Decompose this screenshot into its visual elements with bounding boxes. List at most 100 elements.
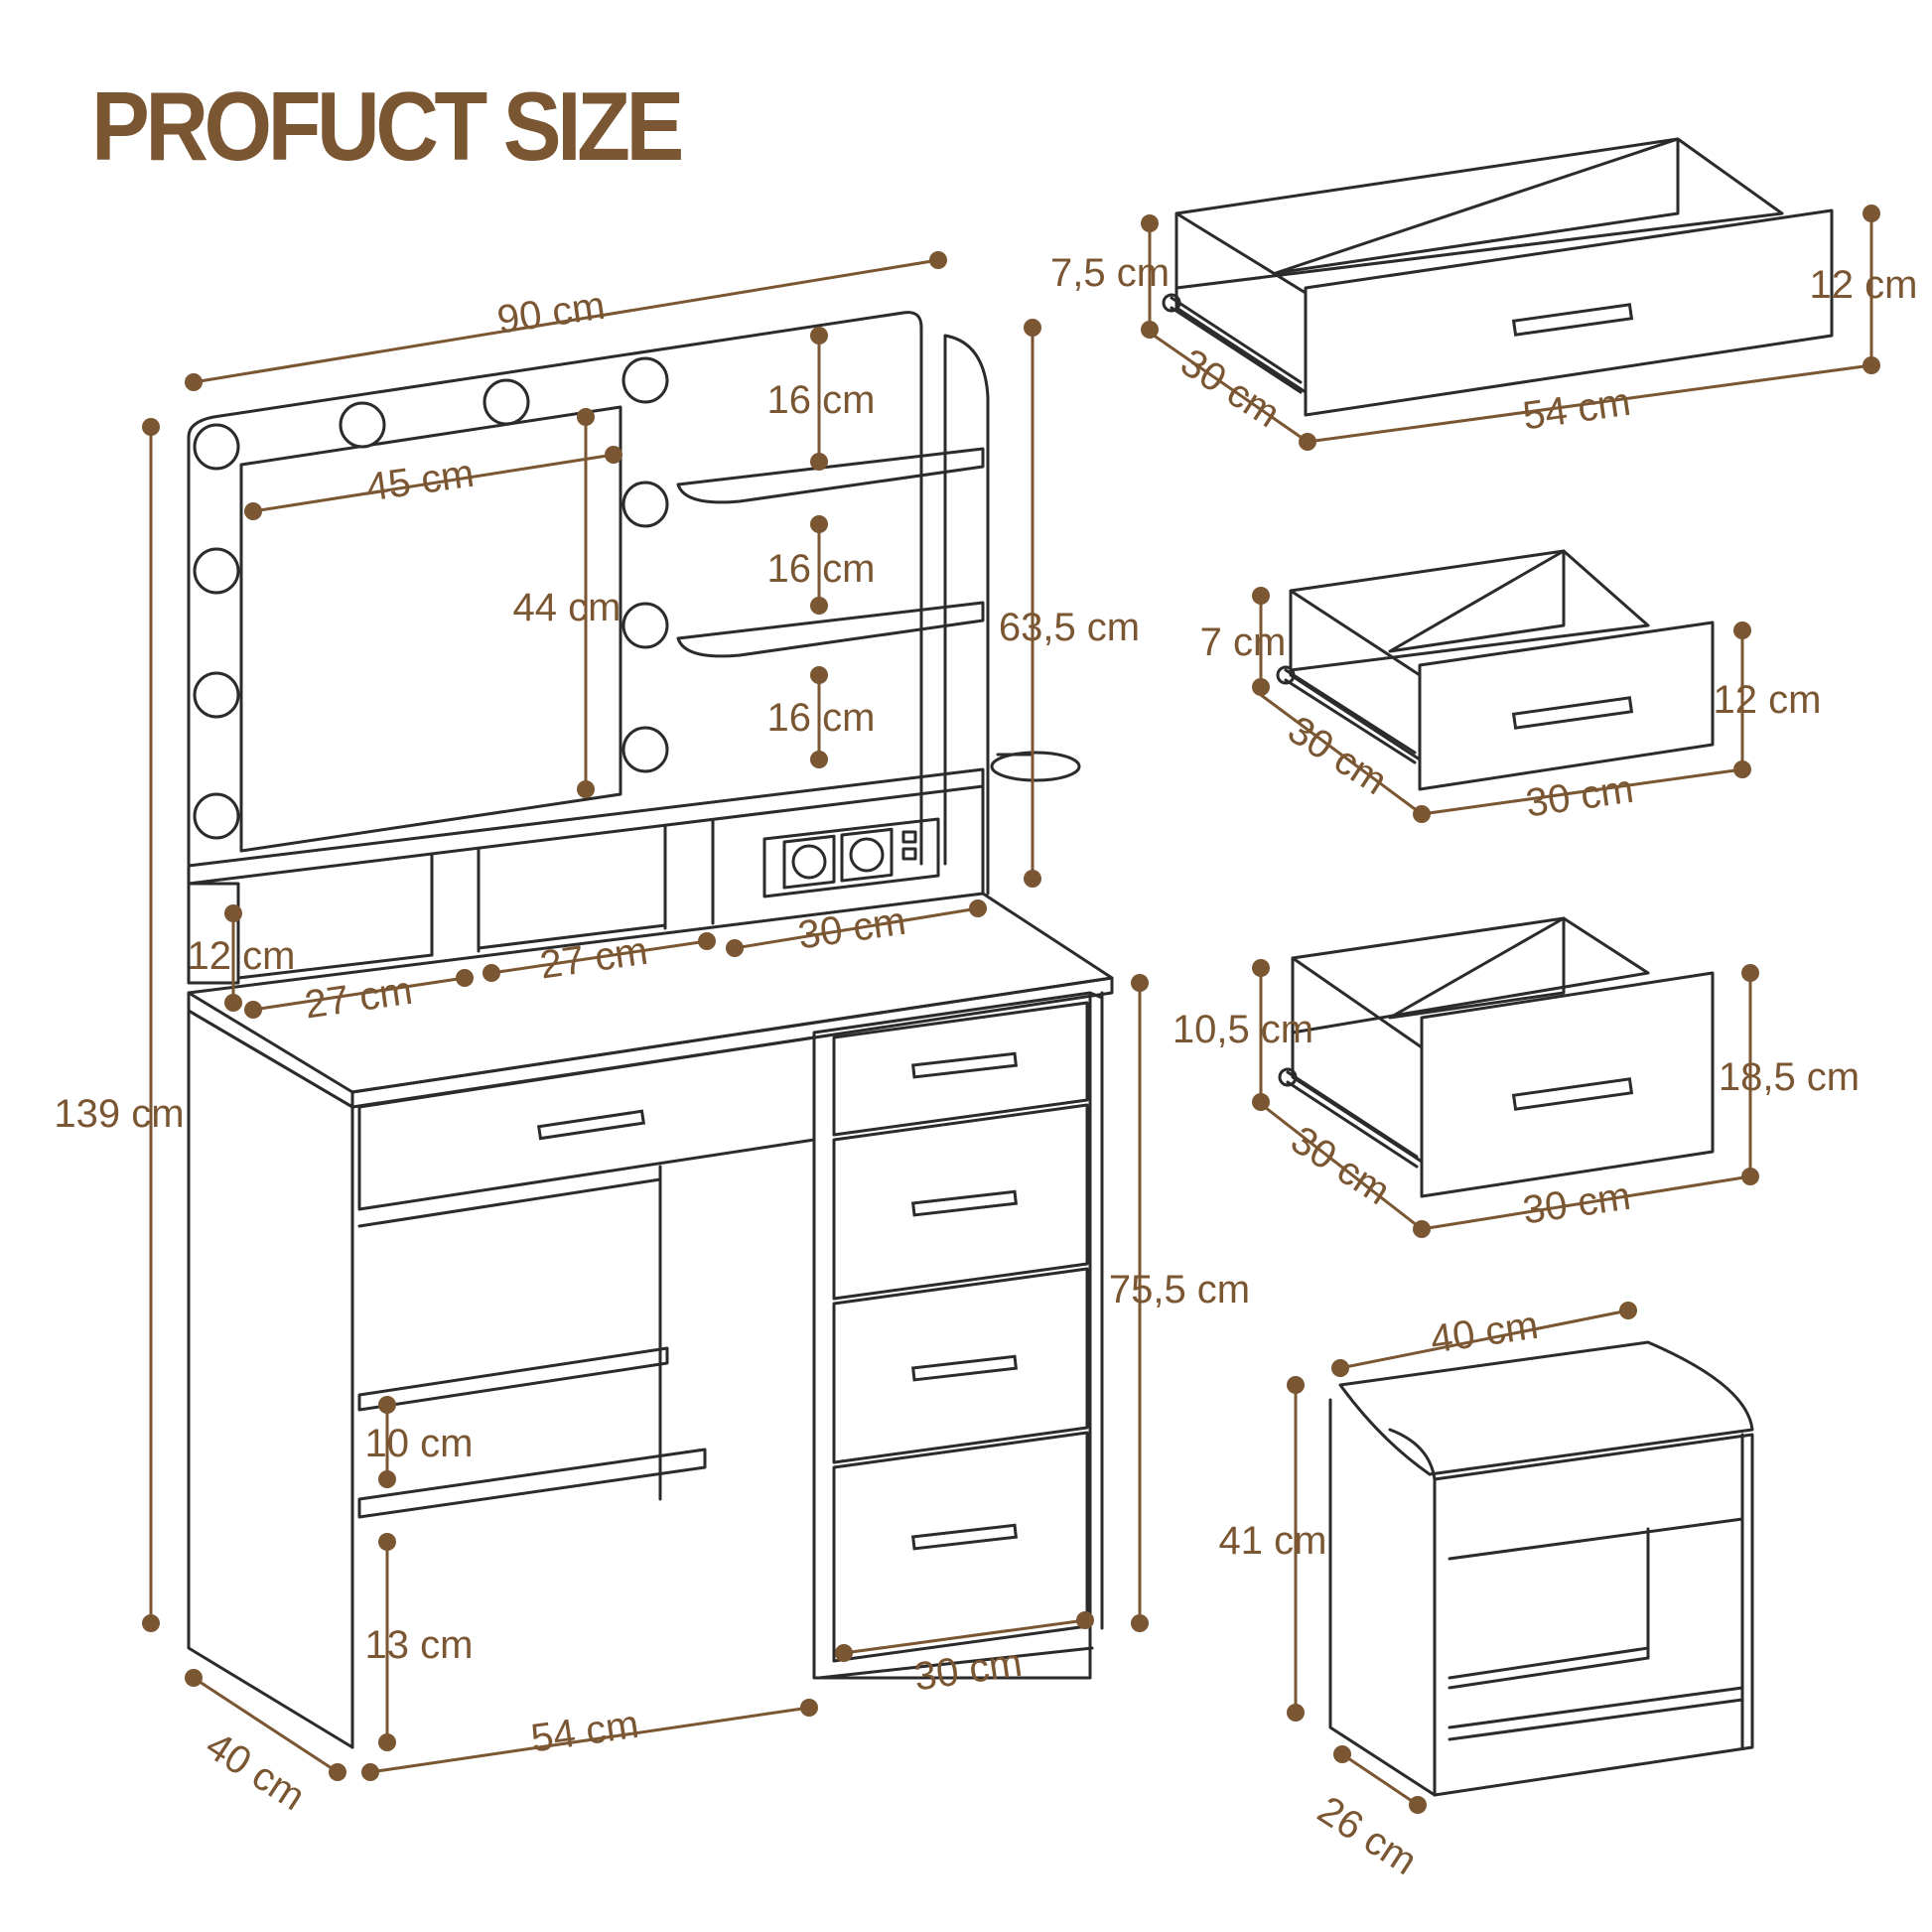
label-footrest-clearance: 13 cm bbox=[365, 1623, 474, 1667]
dimension-endpoint bbox=[1131, 974, 1149, 992]
dimension-endpoint bbox=[1287, 1704, 1305, 1722]
dimension-endpoint bbox=[378, 1470, 396, 1488]
label-large-inner-height: 7,5 cm bbox=[1050, 251, 1170, 295]
dimension-line bbox=[1421, 1174, 1751, 1231]
label-overall-width: 90 cm bbox=[494, 284, 608, 343]
label-shelf-gap-bottom: 16 cm bbox=[767, 696, 876, 740]
dimension-endpoint bbox=[1141, 214, 1159, 232]
dimension-endpoint bbox=[1863, 356, 1880, 374]
dimension-endpoint bbox=[361, 1763, 379, 1781]
dimension-endpoint bbox=[1299, 433, 1316, 451]
label-small-height: 12 cm bbox=[1714, 678, 1822, 722]
dimension-endpoint bbox=[1331, 1359, 1349, 1377]
label-shelf-gap-middle: 16 cm bbox=[767, 547, 876, 591]
dimension-endpoint bbox=[1024, 319, 1041, 337]
label-shelf-gap-top: 16 cm bbox=[767, 378, 876, 422]
foot-rest bbox=[357, 1346, 669, 1412]
dimension-endpoint bbox=[378, 1533, 396, 1551]
dimension-endpoint bbox=[698, 932, 716, 950]
dimension-endpoint bbox=[1741, 964, 1759, 982]
dimension-endpoint bbox=[1619, 1302, 1637, 1319]
stool-illustration bbox=[1328, 1340, 1754, 1797]
dimension-line bbox=[252, 453, 615, 513]
dimension-endpoint bbox=[483, 964, 500, 982]
shelf-upper bbox=[676, 447, 985, 504]
label-hutch-height: 63,5 cm bbox=[999, 606, 1140, 649]
dimension-endpoint bbox=[378, 1396, 396, 1414]
label-knee-space-width: 54 cm bbox=[528, 1703, 641, 1761]
label-footrest-height: 10 cm bbox=[365, 1422, 474, 1465]
dimension-endpoint bbox=[810, 453, 828, 471]
vanity-table bbox=[187, 311, 1114, 1749]
label-mirror-height: 44 cm bbox=[513, 586, 621, 629]
dimension-endpoint bbox=[1076, 1611, 1094, 1629]
dimension-endpoint bbox=[810, 666, 828, 684]
label-small-depth: 30 cm bbox=[1280, 708, 1394, 803]
label-small-inner-height: 7 cm bbox=[1200, 621, 1287, 664]
label-tall-width: 30 cm bbox=[1520, 1174, 1633, 1233]
dimension-endpoint bbox=[1252, 1093, 1270, 1111]
shelf-lower bbox=[676, 601, 985, 658]
drawer-large-illustration bbox=[1162, 137, 1834, 417]
label-tall-height: 18,5 cm bbox=[1719, 1055, 1860, 1099]
dimension-endpoint bbox=[224, 994, 242, 1012]
dimension-endpoint bbox=[577, 408, 595, 426]
dimension-endpoint bbox=[810, 597, 828, 615]
label-overall-height: 139 cm bbox=[54, 1092, 184, 1136]
dimension-endpoint bbox=[244, 1001, 262, 1019]
label-depth: 40 cm bbox=[198, 1724, 312, 1819]
dimension-endpoint bbox=[800, 1699, 818, 1717]
dimension-endpoint bbox=[835, 1644, 853, 1662]
label-large-height: 12 cm bbox=[1810, 263, 1918, 307]
label-large-depth: 30 cm bbox=[1173, 341, 1287, 436]
vanity-lights bbox=[193, 356, 669, 840]
dimension-endpoint bbox=[810, 751, 828, 768]
dimension-endpoint bbox=[605, 446, 622, 464]
dimension-endpoint bbox=[577, 780, 595, 798]
dimension-line bbox=[843, 1618, 1086, 1655]
dimension-endpoint bbox=[1863, 205, 1880, 222]
drawer-small-illustration bbox=[1276, 549, 1715, 791]
dimension-line bbox=[1260, 1102, 1423, 1231]
dimension-endpoint bbox=[1733, 621, 1751, 639]
dimension-lines bbox=[142, 205, 1880, 1814]
dimension-endpoint bbox=[810, 515, 828, 533]
dimension-endpoint bbox=[810, 327, 828, 345]
label-mirror-width: 45 cm bbox=[363, 452, 477, 510]
dimension-endpoint bbox=[929, 251, 947, 269]
label-stool-depth: 26 cm bbox=[1310, 1788, 1424, 1883]
dimension-line bbox=[1421, 767, 1743, 816]
label-small-width: 30 cm bbox=[1523, 767, 1636, 826]
dimension-endpoint bbox=[1287, 1376, 1305, 1394]
dimension-line bbox=[193, 1676, 339, 1774]
dimension-endpoint bbox=[1252, 959, 1270, 977]
dimension-endpoint bbox=[1333, 1745, 1351, 1763]
dimension-line bbox=[1307, 363, 1872, 444]
dimension-endpoint bbox=[142, 1614, 160, 1632]
dimension-endpoint bbox=[244, 502, 262, 520]
dimension-endpoint bbox=[1733, 760, 1751, 778]
dimension-line bbox=[734, 906, 979, 950]
label-drawer-column-width: 30 cm bbox=[911, 1641, 1025, 1700]
dimension-line bbox=[252, 976, 466, 1012]
dimension-endpoint bbox=[1131, 1614, 1149, 1632]
dimension-endpoint bbox=[1024, 870, 1041, 888]
dimension-endpoint bbox=[378, 1733, 396, 1751]
drawer-tall-illustration bbox=[1278, 916, 1715, 1198]
dimension-endpoint bbox=[185, 1669, 203, 1687]
dimension-endpoint bbox=[224, 904, 242, 922]
power-strip bbox=[762, 817, 940, 898]
dimension-line bbox=[1339, 1309, 1629, 1370]
page-title: PROFUCT SIZE bbox=[91, 71, 684, 181]
label-cubby-height: 12 cm bbox=[188, 934, 296, 978]
dimension-endpoint bbox=[329, 1763, 346, 1781]
dimension-endpoint bbox=[969, 899, 987, 917]
label-stool-width: 40 cm bbox=[1428, 1304, 1541, 1362]
dimension-endpoint bbox=[1409, 1796, 1427, 1814]
dimension-line bbox=[369, 1706, 810, 1774]
label-desk-height: 75,5 cm bbox=[1109, 1268, 1250, 1311]
dimension-endpoint bbox=[1741, 1168, 1759, 1185]
label-tall-inner-height: 10,5 cm bbox=[1173, 1008, 1313, 1051]
dimension-endpoint bbox=[456, 969, 474, 987]
